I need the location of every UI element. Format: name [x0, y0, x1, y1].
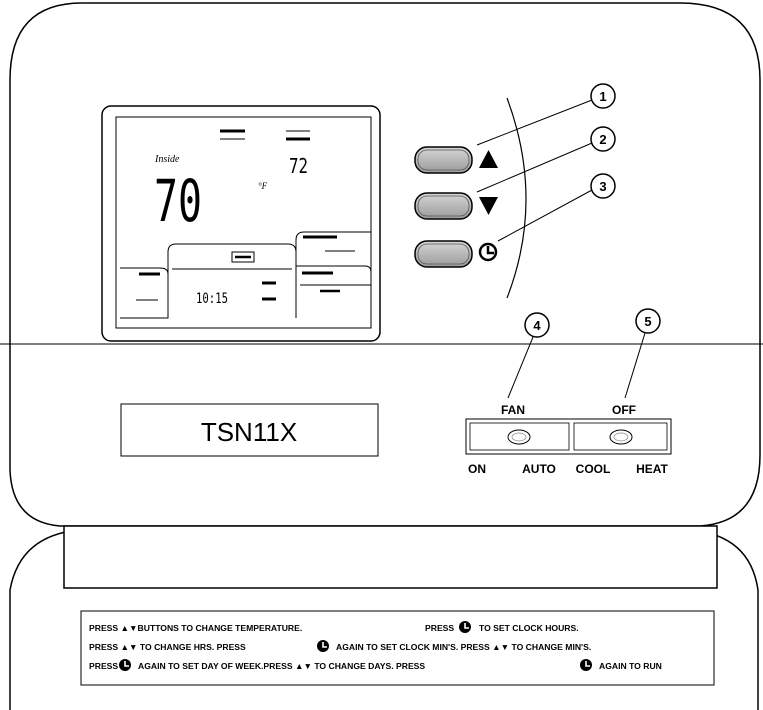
- triangle-down-icon: [479, 197, 498, 215]
- system-heat-label: HEAT: [636, 462, 668, 476]
- instruction-line2b: AGAIN TO SET CLOCK MIN'S. PRESS ▲▼ TO CH…: [336, 642, 591, 652]
- model-label-box: [120, 403, 379, 457]
- callout-4: 4: [507, 312, 550, 399]
- temperature-unit: °F: [258, 181, 268, 191]
- instruction-line1b: PRESS: [425, 623, 454, 633]
- callout-1: 1: [476, 83, 616, 146]
- clock-icon: [580, 659, 592, 671]
- callout-3: 3: [497, 173, 616, 242]
- switch-panel: [465, 418, 672, 455]
- instruction-line2a: PRESS ▲▼ TO CHANGE HRS. PRESS: [89, 642, 246, 652]
- svg-text:2: 2: [599, 132, 606, 147]
- clock-icon: [317, 640, 329, 652]
- fan-label: FAN: [501, 403, 525, 417]
- instruction-line1c: TO SET CLOCK HOURS.: [479, 623, 579, 633]
- system-label: OFF: [612, 403, 636, 417]
- instruction-line3b: AGAIN TO SET DAY OF WEEK.PRESS ▲▼ TO CHA…: [138, 661, 425, 671]
- instruction-line3a: PRESS: [89, 661, 118, 671]
- instruction-line1a: PRESS ▲▼BUTTONS TO CHANGE TEMPERATURE.: [89, 623, 302, 633]
- clock-icon: [119, 659, 131, 671]
- down-button[interactable]: [414, 192, 473, 220]
- system-cool-label: COOL: [576, 462, 611, 476]
- clock-segment-box: 10:15: [167, 243, 297, 318]
- model-name: TSN11X: [201, 417, 297, 447]
- button-panel-arc: [506, 97, 527, 299]
- svg-text:3: 3: [599, 179, 606, 194]
- clock-button[interactable]: [414, 240, 473, 268]
- up-button[interactable]: [414, 146, 473, 174]
- fan-on-label: ON: [468, 462, 486, 476]
- lcd-display: Inside 70 72 °F 10:15: [101, 105, 381, 342]
- instructions-text: PRESS ▲▼BUTTONS TO CHANGE TEMPERATURE. P…: [89, 623, 662, 671]
- inside-temperature: 70: [154, 167, 202, 234]
- mode-indicator-right: [295, 231, 372, 318]
- callout-5: 5: [624, 308, 661, 399]
- system-switch[interactable]: [609, 429, 633, 445]
- instructions-box: [80, 610, 715, 686]
- callout-2: 2: [476, 126, 616, 193]
- triangle-up-icon: [479, 150, 498, 168]
- svg-text:5: 5: [644, 314, 651, 329]
- fan-auto-label: AUTO: [522, 462, 556, 476]
- clock-icon: [478, 242, 498, 262]
- svg-text:4: 4: [533, 318, 541, 333]
- svg-text:1: 1: [599, 89, 606, 104]
- inside-label: Inside: [154, 154, 180, 165]
- fan-switch[interactable]: [507, 429, 531, 445]
- setpoint-temperature: 72: [289, 154, 308, 178]
- cover-tab: [63, 525, 718, 589]
- clock-icon: [459, 621, 471, 633]
- clock-time: 10:15: [196, 291, 228, 307]
- instruction-line3c: AGAIN TO RUN: [599, 661, 662, 671]
